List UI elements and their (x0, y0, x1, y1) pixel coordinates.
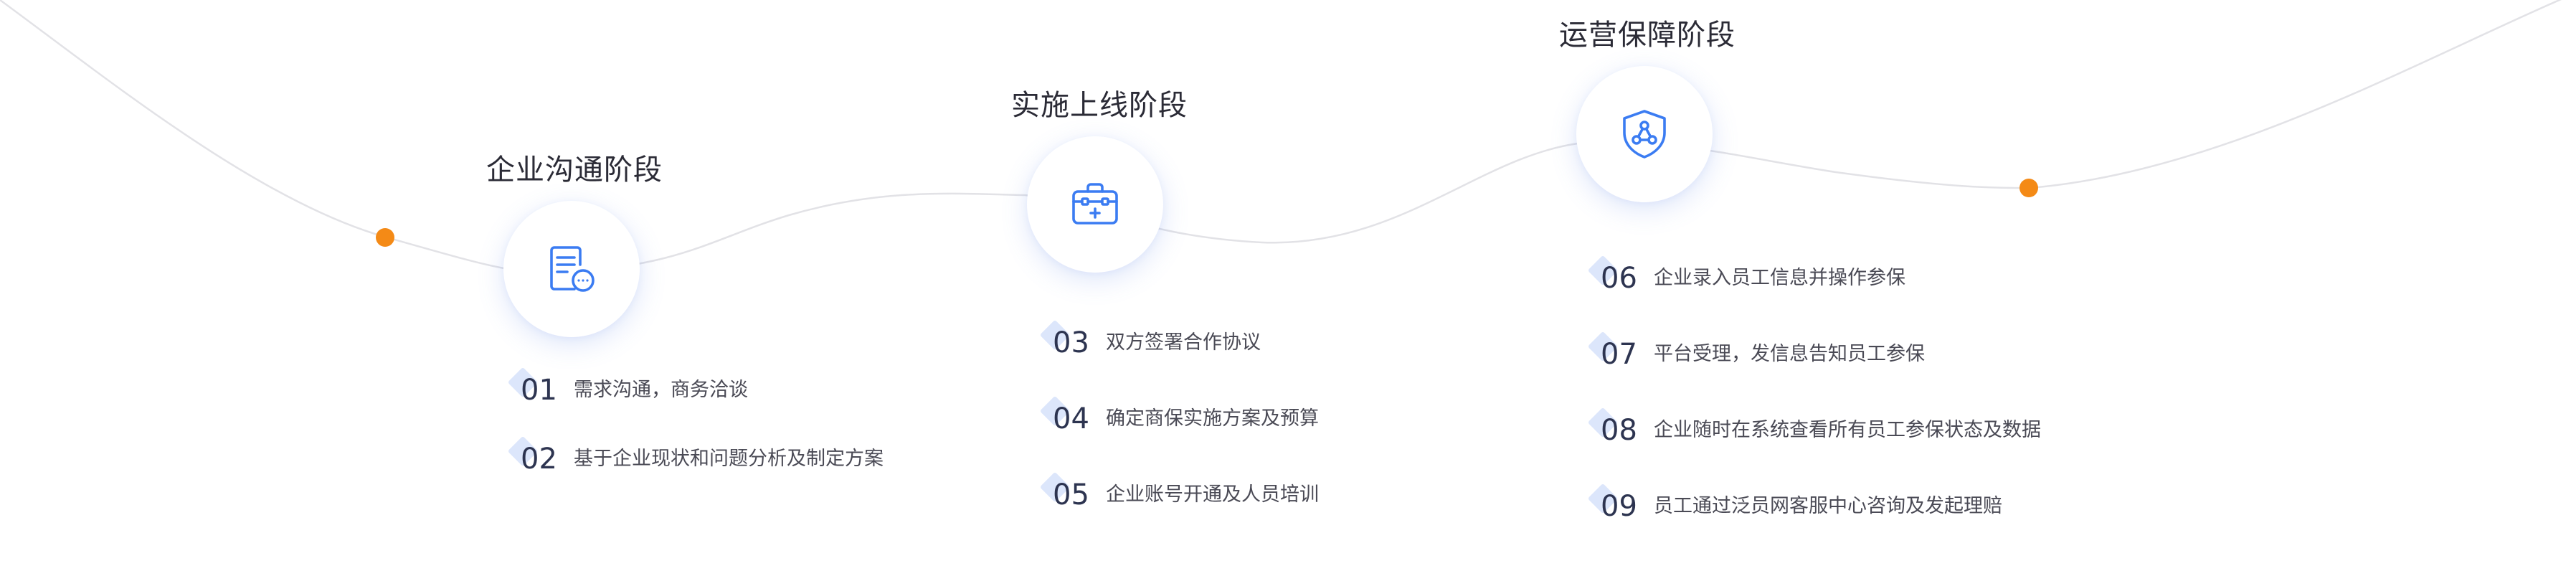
step-07-text: 平台受理，发信息告知员工参保 (1654, 343, 1925, 365)
step-08-text: 企业随时在系统查看所有员工参保状态及数据 (1654, 419, 2041, 441)
stage-1-title: 企业沟通阶段 (486, 154, 663, 187)
stage-2-icon-circle (1027, 136, 1163, 273)
step-02-text: 基于企业现状和问题分析及制定方案 (574, 448, 884, 470)
toolkit-icon (1072, 183, 1118, 225)
step-09-number: 09 (1601, 490, 1637, 523)
step-07-number: 07 (1601, 338, 1637, 371)
stage-1-icon-circle (503, 201, 640, 337)
step-03-text: 双方签署合作协议 (1106, 331, 1261, 354)
step-05-text: 企业账号开通及人员培训 (1106, 483, 1319, 506)
step-02-number: 02 (521, 443, 557, 476)
step-06-number: 06 (1601, 262, 1637, 295)
timeline-dot-left (376, 228, 394, 247)
step-05-number: 05 (1053, 478, 1089, 511)
step-09-text: 员工通过泛员网客服中心咨询及发起理赔 (1654, 495, 2002, 517)
timeline-dot-right (2019, 179, 2038, 197)
step-08-number: 08 (1601, 414, 1637, 447)
step-04-text: 确定商保实施方案及预算 (1106, 407, 1319, 430)
stage-2-title: 实施上线阶段 (1011, 89, 1188, 122)
stage-3-icon-circle (1576, 66, 1713, 202)
step-03-number: 03 (1053, 326, 1089, 359)
timeline-curve-path (0, 0, 2562, 273)
step-01-number: 01 (521, 374, 557, 407)
stage-3-title: 运营保障阶段 (1559, 19, 1736, 52)
document-chat-icon (550, 246, 595, 292)
step-04-number: 04 (1053, 402, 1089, 435)
shield-network-icon (1623, 110, 1666, 159)
step-01-text: 需求沟通，商务洽谈 (574, 379, 748, 401)
step-06-text: 企业录入员工信息并操作参保 (1654, 267, 1905, 289)
